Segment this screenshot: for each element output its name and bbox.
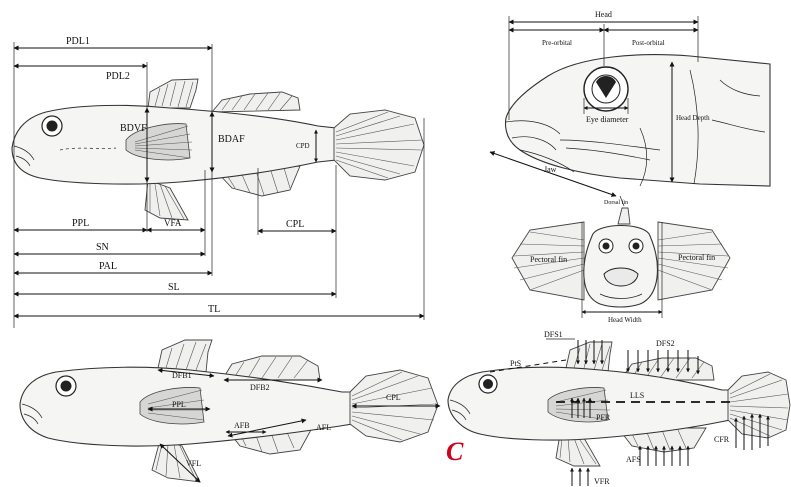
- label-dfb2: DFB2: [250, 383, 270, 392]
- label-pfr: PFR: [596, 413, 611, 422]
- label-bdaf: BDAF: [218, 134, 245, 145]
- front-dorsal-fin: [618, 208, 630, 224]
- label-bdvf: BDVF: [120, 123, 147, 134]
- label-vfr: VFR: [594, 477, 610, 486]
- label-dorsal-fin: Dorsal fin: [604, 199, 628, 206]
- label-afl: AFL: [316, 423, 331, 432]
- label-tl: TL: [208, 304, 220, 315]
- label-pectoral-fin-right: Pectoral fin: [678, 253, 715, 262]
- label-sl: SL: [168, 282, 180, 293]
- label-vfa: VFA: [164, 218, 182, 228]
- label-panel-b-cpl: CPL: [386, 393, 401, 402]
- label-sn: SN: [96, 242, 109, 253]
- label-afb: AFB: [234, 421, 250, 430]
- label-pdl2: PDL2: [106, 71, 130, 82]
- panel-head-diagram: Head Pre-orbital Post-orbital Eye diamet…: [490, 10, 770, 196]
- vfr-arrows: [572, 468, 588, 486]
- label-eye-diameter: Eye diameter: [586, 115, 629, 124]
- front-head: [584, 226, 658, 308]
- label-lls: LLS: [630, 391, 644, 400]
- label-pectoral-fin-left: Pectoral fin: [530, 255, 567, 264]
- panel-front-diagram: Dorsal fin Pectoral fin Pectoral fin Hea…: [512, 196, 730, 324]
- label-dfs2: DFS2: [656, 339, 675, 348]
- panel-b-fin-length-diagram: DFB1 DFB2 PPL CPL AFB AFL VFL: [20, 340, 440, 482]
- label-cpl: CPL: [286, 219, 304, 230]
- label-cpd: CPD: [296, 142, 310, 150]
- label-jaw: Jaw: [544, 165, 557, 174]
- label-pre-orbital: Pre-orbital: [542, 39, 572, 47]
- label-dfs1: DFS1: [544, 330, 563, 339]
- label-vfl: VFL: [186, 459, 201, 468]
- panel-c-meristic-diagram: DFS1 DFS2 PtS LLS PFR AFS CFR VFR C: [446, 330, 790, 486]
- label-head: Head: [595, 10, 612, 19]
- panel-a-pelvic-fin: [145, 180, 188, 220]
- panel-a-caudal-fin: [334, 110, 424, 180]
- label-post-orbital: Post-orbital: [632, 39, 665, 47]
- label-pal: PAL: [99, 261, 117, 272]
- label-ppl: PPL: [72, 218, 89, 229]
- label-dfb1: DFB1: [172, 371, 192, 380]
- label-panel-b-ppl: PPL: [172, 400, 186, 409]
- panel-a-pupil: [47, 121, 58, 132]
- label-head-width: Head Width: [608, 316, 642, 324]
- panel-c-letter: C: [446, 437, 464, 466]
- panel-a-morphometric-diagram: PDL1 PDL2 BDVF BDAF CPD PPL VFA CPL SN P…: [12, 36, 424, 328]
- label-pts: PtS: [510, 359, 521, 368]
- label-afs: AFS: [626, 455, 641, 464]
- label-head-depth: Head Depth: [676, 114, 710, 122]
- label-pdl1: PDL1: [66, 36, 90, 47]
- panel-c-caudal-fin: [728, 372, 790, 438]
- label-cfr: CFR: [714, 435, 730, 444]
